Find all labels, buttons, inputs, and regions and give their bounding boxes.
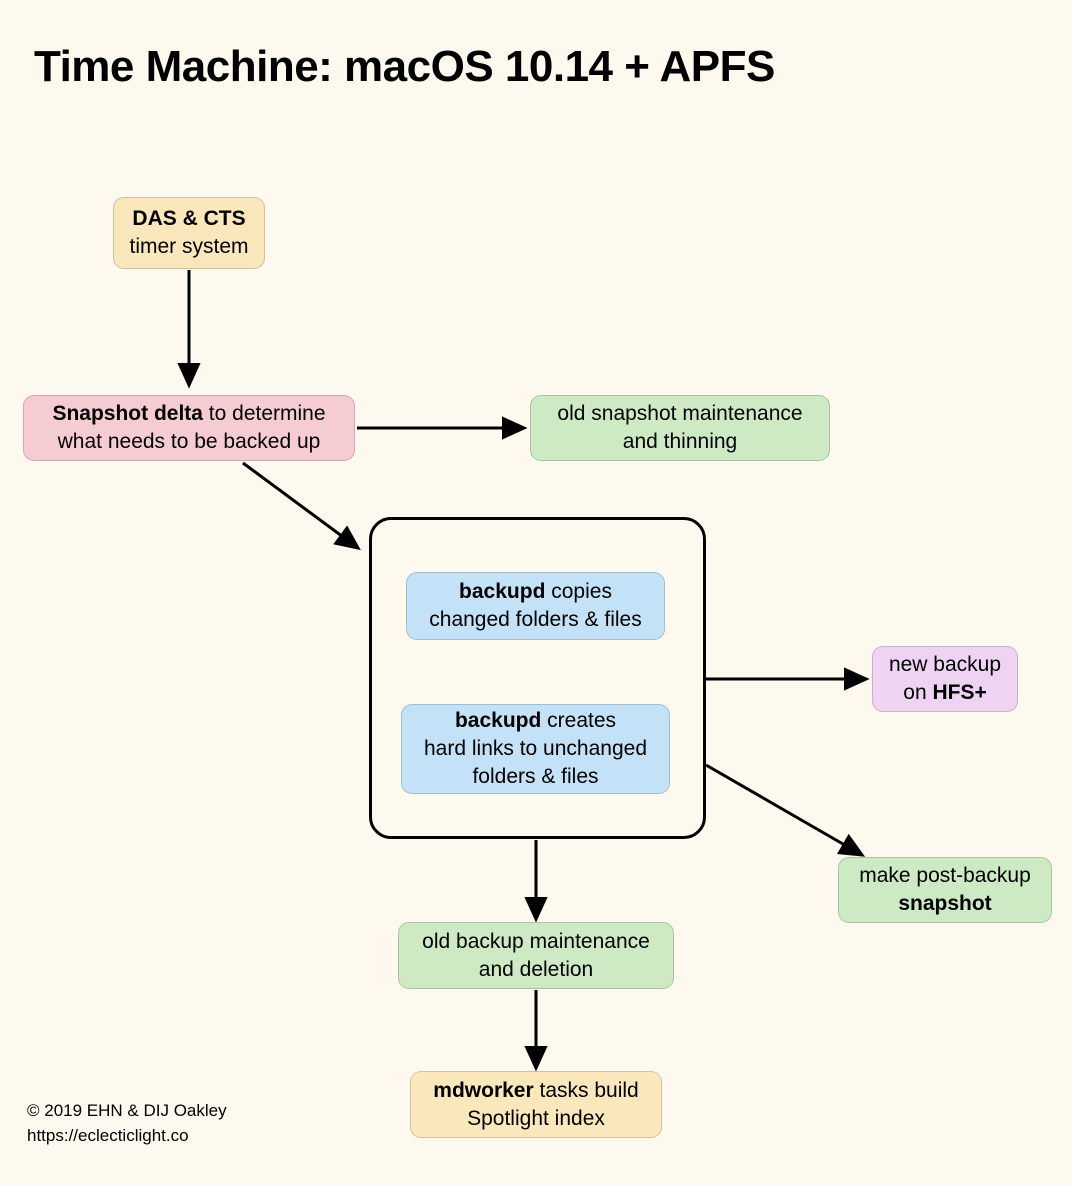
old-backup-line-1: old backup maintenance [422,929,650,953]
backupd-hard-links-node[interactable]: backupd creates hard links to unchanged … [401,704,670,794]
snapshot-delta-line-2: what needs to be backed up [57,430,321,453]
old-backup-line-2: and deletion [478,957,594,981]
edge-group-to-post-backup-snapshot [705,763,866,857]
edge-snapshot-to-backup-group [242,461,361,551]
backupd-copies-line-2: changed folders & files [429,608,642,631]
post-backup-snapshot-node[interactable]: make post-backup snapshot [838,857,1052,923]
copyright-line: © 2019 EHN & DIJ Oakley [27,1101,227,1120]
backup-group-container [369,517,706,839]
backupd-copies-line-1: backupd copies [459,580,612,604]
page-title: Time Machine: macOS 10.14 + APFS [34,42,775,91]
old-backup-maintenance-node[interactable]: old backup maintenance and deletion [398,922,674,989]
backupd-copies-node[interactable]: backupd copies changed folders & files [406,572,665,640]
new-backup-hfs-node[interactable]: new backup on HFS+ [872,646,1018,712]
mdworker-line-2: Spotlight index [467,1106,605,1130]
mdworker-spotlight-node[interactable]: mdworker tasks build Spotlight index [410,1071,662,1138]
old-snapshot-line-1: old snapshot maintenance [557,402,803,426]
old-snapshot-maintenance-node[interactable]: old snapshot maintenance and thinning [530,395,830,461]
new-backup-line-1: new backup [888,653,1002,677]
snapshot-delta-line-1: Snapshot delta to determine [52,402,326,426]
backupd-hardlinks-line-1: backupd creates [454,709,617,733]
mdworker-line-1: mdworker tasks build [433,1078,639,1102]
copyright-credit: © 2019 EHN & DIJ Oakley https://eclectic… [27,1099,227,1148]
snapshot-delta-node[interactable]: Snapshot delta to determine what needs t… [23,395,355,461]
das-cts-line-2: timer system [129,235,249,258]
post-backup-line-2: snapshot [898,892,992,915]
das-cts-line-1: DAS & CTS [132,207,246,231]
old-snapshot-line-2: and thinning [622,430,738,453]
post-backup-line-1: make post-backup [859,864,1031,888]
new-backup-line-2: on HFS+ [903,681,987,704]
das-cts-timer-node[interactable]: DAS & CTS timer system [113,197,265,269]
backupd-hardlinks-line-2: hard links to unchanged [424,737,647,761]
backupd-hardlinks-line-3: folders & files [472,764,599,788]
website-url: https://eclecticlight.co [27,1125,189,1145]
